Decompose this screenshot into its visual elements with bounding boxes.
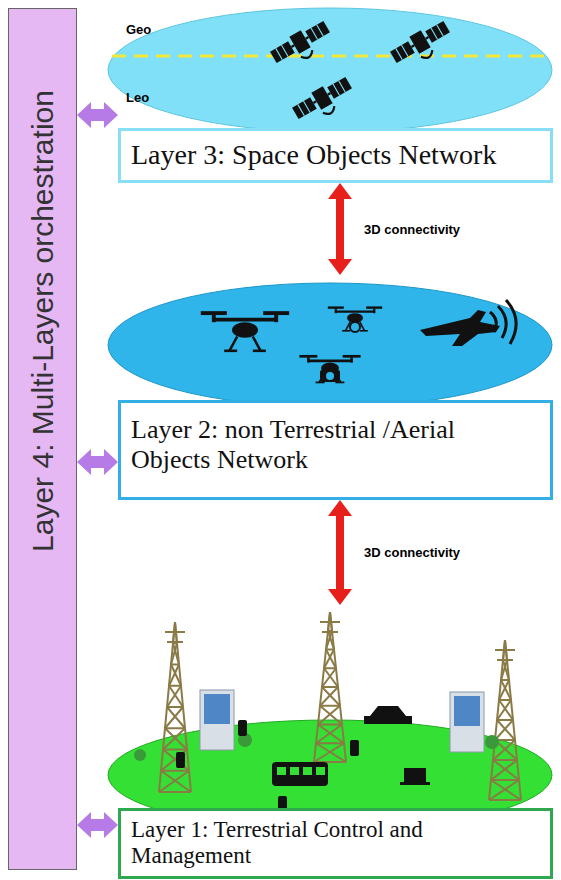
connectivity-arrow [328, 183, 352, 275]
connectivity-arrow [328, 500, 352, 605]
layer-box: Layer 1: Terrestrial Control and Managem… [118, 808, 553, 879]
layer-box: Layer 2: non Terrestrial /Aerial Objects… [118, 400, 553, 500]
edge-label: 3D connectivity [364, 222, 460, 237]
layer-title: Layer 4: Multi-Layers orchestration [25, 90, 59, 552]
layer-title: Layer 3: Space Objects Network [131, 139, 540, 171]
orbit-label: Geo [126, 22, 151, 37]
orchestration-bar: Layer 4: Multi-Layers orchestration [8, 8, 77, 870]
layer-box: Layer 3: Space Objects Network [118, 128, 553, 183]
layer-title: Layer 2: non Terrestrial /Aerial Objects… [131, 415, 540, 475]
orbit-label: Leo [126, 90, 149, 105]
edge-label: 3D connectivity [364, 545, 460, 560]
layer-band: Layer 1: Terrestrial Control and Managem… [118, 605, 553, 879]
layer-band: Layer 3: Space Objects Network [118, 8, 553, 183]
layer-band: Layer 2: non Terrestrial /Aerial Objects… [118, 275, 553, 500]
orchestration-arrow [77, 449, 118, 475]
layer-title: Layer 1: Terrestrial Control and Managem… [131, 817, 540, 870]
orchestration-arrow [77, 812, 118, 838]
orchestration-arrow [77, 102, 118, 128]
